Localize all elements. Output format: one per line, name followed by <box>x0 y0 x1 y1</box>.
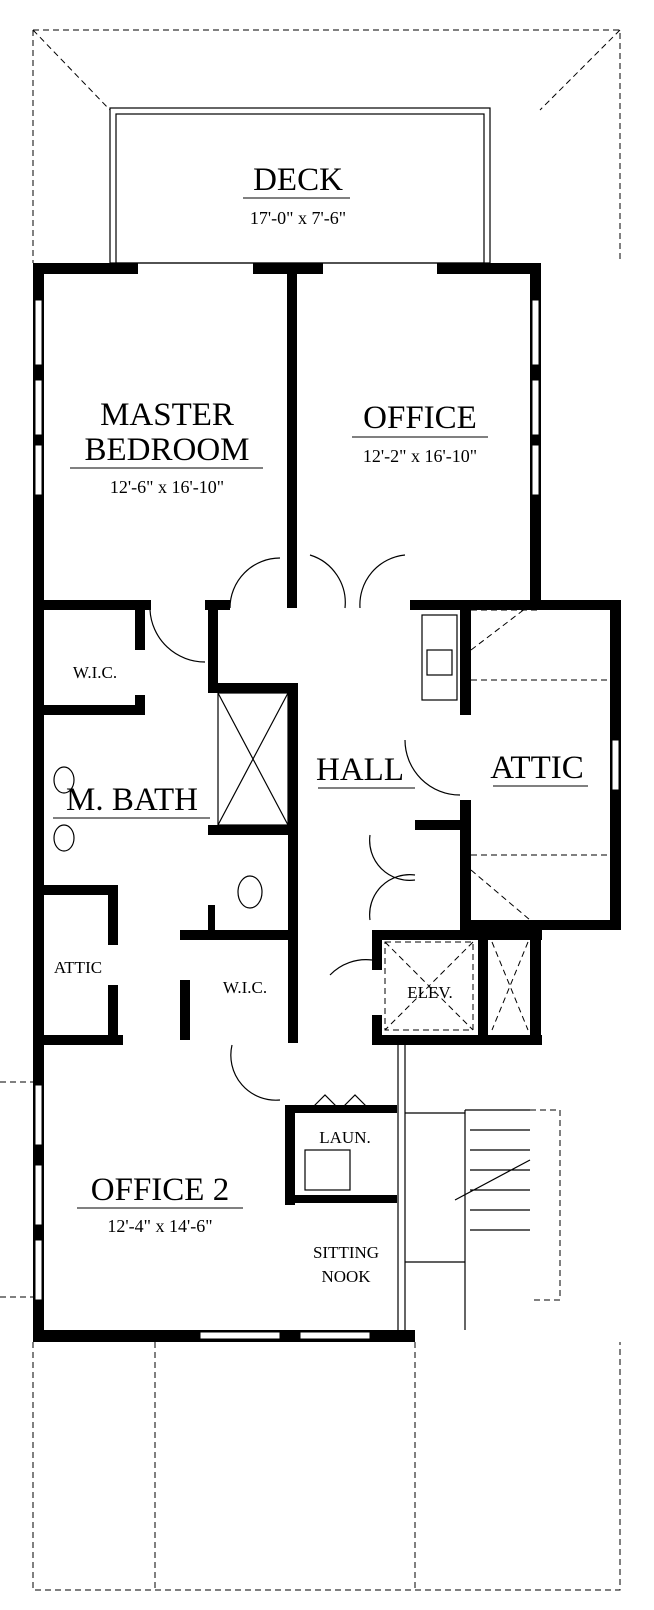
office-size: 12'-2" x 16'-10" <box>363 446 477 466</box>
attic-right-label: ATTIC <box>490 750 584 786</box>
master-bedroom-size: 12'-6" x 16'-10" <box>110 477 224 497</box>
office-2-size: 12'-4" x 14'-6" <box>107 1216 212 1236</box>
room-labels: DECK 17'-0" x 7'-6" MASTER BEDROOM 12'-6… <box>53 162 588 1286</box>
fixtures <box>53 554 610 1330</box>
laundry-label: LAUN. <box>319 1128 370 1147</box>
sitting-nook-label-2: NOOK <box>321 1267 371 1286</box>
roof-outline <box>0 29 621 1591</box>
wic-1-label: W.I.C. <box>73 663 117 682</box>
walls <box>33 263 621 1342</box>
attic-left-label: ATTIC <box>54 958 102 977</box>
deck-label: DECK <box>253 162 343 198</box>
master-bedroom-label-1: MASTER <box>100 397 234 433</box>
windows <box>34 299 620 1340</box>
elev-label: ELEV. <box>407 983 453 1002</box>
office-2-label: OFFICE 2 <box>91 1172 229 1208</box>
hall-label: HALL <box>316 752 404 788</box>
deck-size: 17'-0" x 7'-6" <box>250 208 346 228</box>
m-bath-label: M. BATH <box>66 782 198 818</box>
master-bedroom-label-2: BEDROOM <box>84 432 249 468</box>
office-label: OFFICE <box>363 400 477 436</box>
wic-2-label: W.I.C. <box>223 978 267 997</box>
sitting-nook-label-1: SITTING <box>313 1243 379 1262</box>
